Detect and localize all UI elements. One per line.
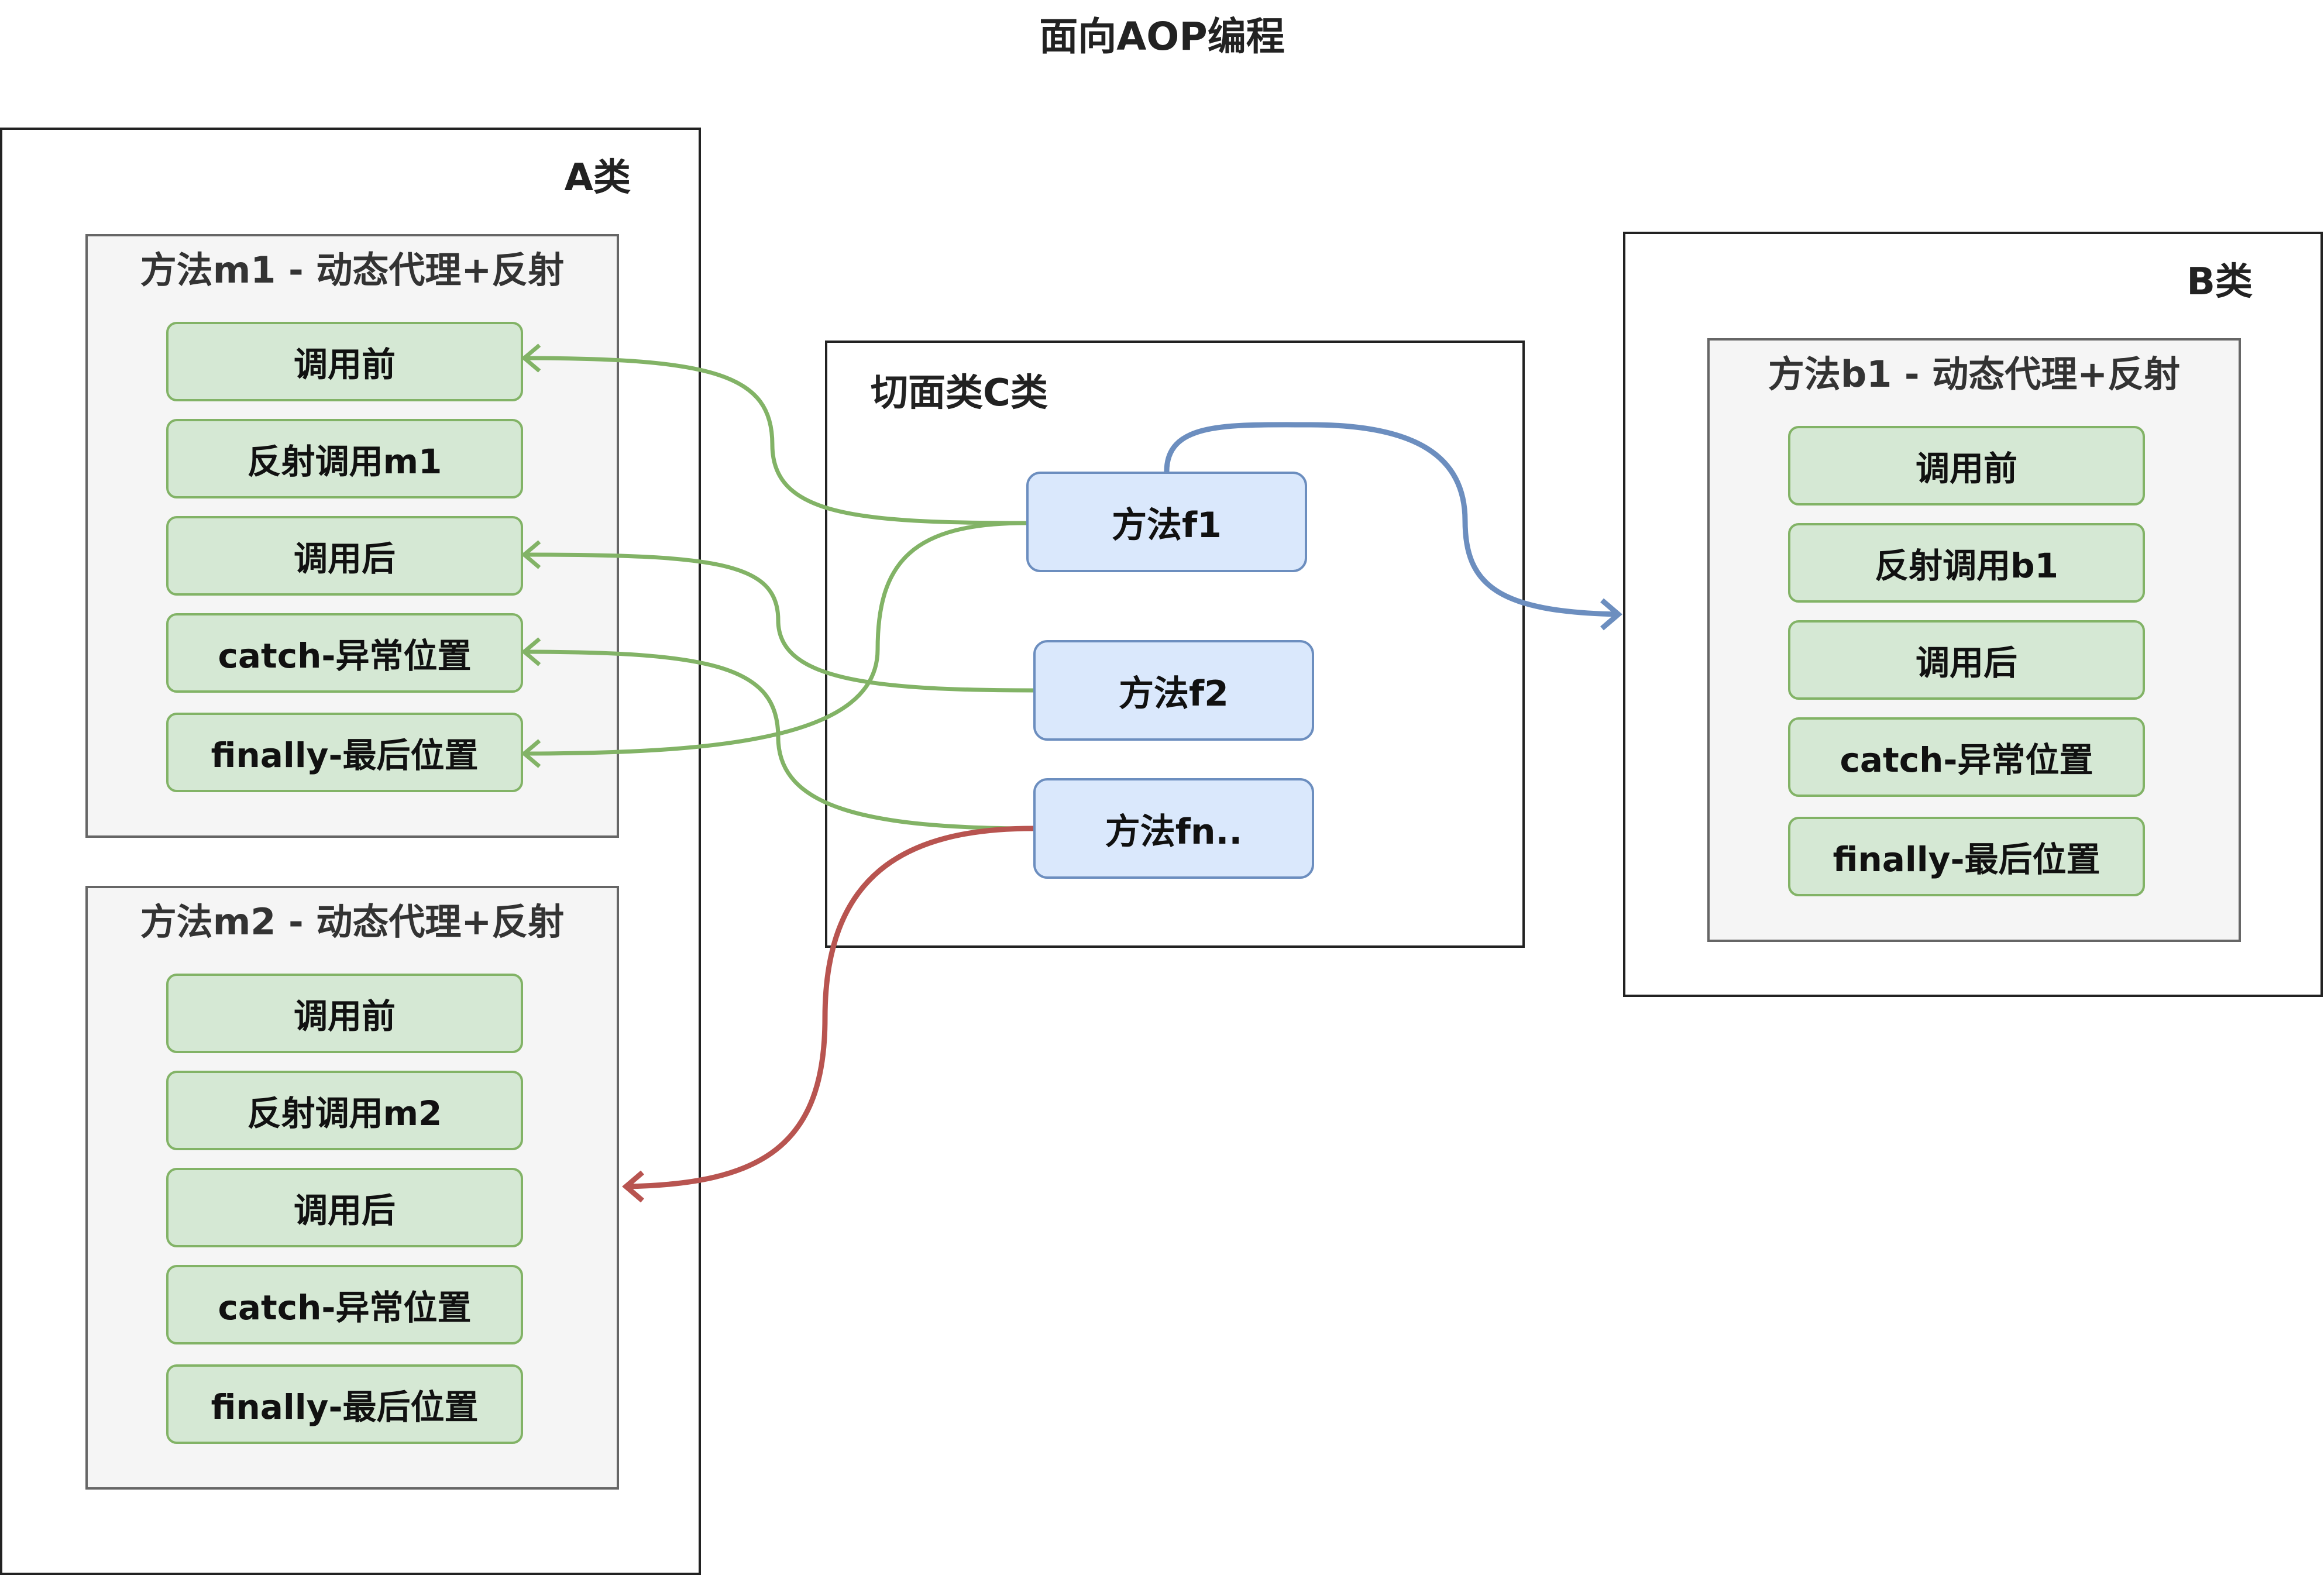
aspect-method-f2: 方法f2	[1033, 640, 1314, 741]
method-b1-title: 方法b1 - 动态代理+反射	[1768, 353, 2181, 396]
aspect-method-fn: 方法fn..	[1033, 778, 1314, 879]
b1-step-before: 调用前	[1788, 426, 2145, 505]
method-m2-box: 方法m2 - 动态代理+反射 调用前 反射调用m2 调用后 catch-异常位置…	[85, 886, 619, 1490]
class-b-box: B类 方法b1 - 动态代理+反射 调用前 反射调用b1 调用后 catch-异…	[1623, 232, 2323, 997]
class-b-label: B类	[2187, 260, 2253, 304]
class-a-label: A类	[564, 156, 631, 200]
m1-step-before: 调用前	[166, 322, 523, 401]
m2-step-after: 调用后	[166, 1168, 523, 1247]
method-m2-title: 方法m2 - 动态代理+反射	[140, 900, 565, 943]
diagram-title: 面向AOP编程	[1039, 14, 1285, 59]
m1-step-invoke: 反射调用m1	[166, 419, 523, 498]
b1-step-finally: finally-最后位置	[1788, 817, 2145, 896]
m2-step-catch: catch-异常位置	[166, 1265, 523, 1344]
b1-step-catch: catch-异常位置	[1788, 717, 2145, 797]
m1-step-after: 调用后	[166, 516, 523, 596]
b1-step-invoke: 反射调用b1	[1788, 523, 2145, 603]
aspect-class-c-label: 切面类C类	[871, 372, 1048, 415]
m2-step-invoke: 反射调用m2	[166, 1071, 523, 1150]
aspect-method-f1: 方法f1	[1026, 472, 1307, 572]
b1-step-after: 调用后	[1788, 620, 2145, 700]
method-b1-box: 方法b1 - 动态代理+反射 调用前 反射调用b1 调用后 catch-异常位置…	[1707, 338, 2241, 942]
arrow-head-class-b	[1600, 598, 1622, 631]
method-m1-box: 方法m1 - 动态代理+反射 调用前 反射调用m1 调用后 catch-异常位置…	[85, 234, 619, 838]
m1-step-catch: catch-异常位置	[166, 613, 523, 693]
m2-step-before: 调用前	[166, 974, 523, 1053]
m2-step-finally: finally-最后位置	[166, 1364, 523, 1444]
class-a-box: A类 方法m1 - 动态代理+反射 调用前 反射调用m1 调用后 catch-异…	[0, 128, 701, 1575]
method-m1-title: 方法m1 - 动态代理+反射	[140, 249, 565, 291]
m1-step-finally: finally-最后位置	[166, 713, 523, 792]
